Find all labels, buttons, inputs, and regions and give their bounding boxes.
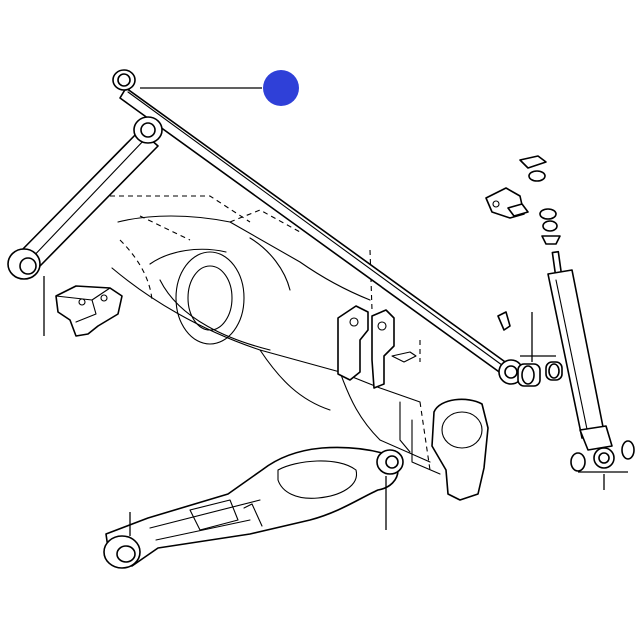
lateral-control-rod [112,69,524,385]
upper-control-arm [7,116,163,280]
highlight-marker-dot[interactable] [263,70,299,106]
bushing-set [517,361,563,387]
lower-control-arm [103,446,404,569]
bracket [55,285,123,337]
shock-absorber [485,155,635,472]
leader-lines [43,87,628,536]
